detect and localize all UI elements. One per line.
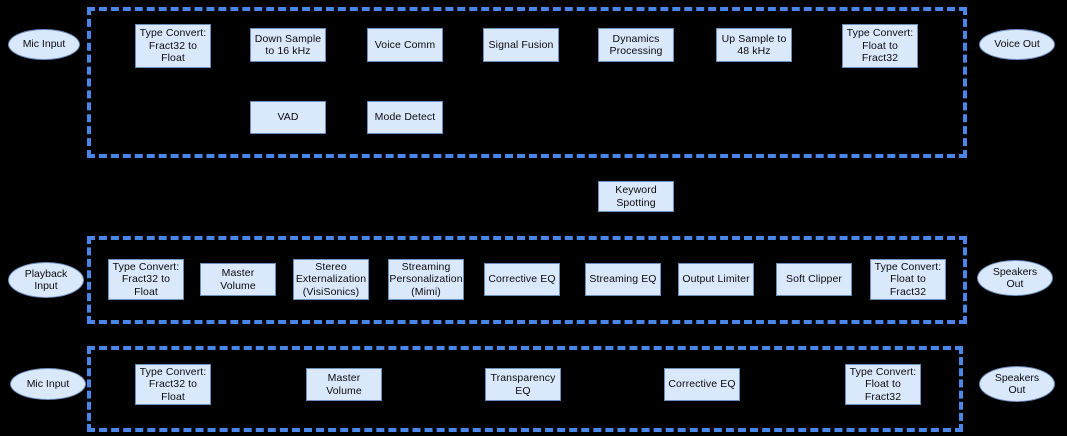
voice-comm[interactable]: Voice Comm <box>367 28 443 62</box>
voice-type-convert-in[interactable]: Type Convert: Fract32 to Float <box>135 24 211 68</box>
playback-output-limiter[interactable]: Output Limiter <box>678 263 754 296</box>
playback-streaming-personalization[interactable]: Streaming Personalization (Mimi) <box>388 259 464 300</box>
transparency-corrective-eq[interactable]: Corrective EQ <box>664 368 740 401</box>
voice-vad[interactable]: VAD <box>250 101 326 134</box>
transparency-path-group <box>87 346 963 432</box>
voice-up-sample[interactable]: Up Sample to 48 kHz <box>716 28 792 62</box>
speakers-out-playback[interactable]: Speakers Out <box>977 260 1053 296</box>
keyword-spotting[interactable]: Keyword Spotting <box>598 181 674 212</box>
voice-path-group <box>87 7 967 158</box>
playback-input[interactable]: Playback Input <box>8 262 84 298</box>
voice-mode-detect[interactable]: Mode Detect <box>367 101 443 134</box>
transparency-eq[interactable]: Transparency EQ <box>485 368 561 401</box>
playback-corrective-eq[interactable]: Corrective EQ <box>484 263 560 296</box>
playback-type-convert-out[interactable]: Type Convert: Float to Fract32 <box>870 259 946 300</box>
mic-input-transparency[interactable]: Mic Input <box>10 368 86 400</box>
playback-type-convert-in[interactable]: Type Convert: Fract32 to Float <box>108 259 184 300</box>
mic-input-voice[interactable]: Mic Input <box>8 29 80 60</box>
voice-type-convert-out[interactable]: Type Convert: Float to Fract32 <box>842 24 918 68</box>
playback-stereo-externalization[interactable]: Stereo Externalization (VisiSonics) <box>293 259 369 300</box>
voice-dynamics-processing[interactable]: Dynamics Processing <box>598 28 674 62</box>
voice-signal-fusion[interactable]: Signal Fusion <box>483 28 559 62</box>
voice-down-sample[interactable]: Down Sample to 16 kHz <box>250 28 326 62</box>
transparency-type-convert-in[interactable]: Type Convert: Fract32 to Float <box>135 364 211 405</box>
playback-master-volume[interactable]: Master Volume <box>200 263 276 296</box>
playback-soft-clipper[interactable]: Soft Clipper <box>776 263 852 296</box>
transparency-type-convert-out[interactable]: Type Convert: Float to Fract32 <box>845 364 921 405</box>
voice-out[interactable]: Voice Out <box>979 29 1055 60</box>
speakers-out-transparency[interactable]: Speakers Out <box>979 366 1055 402</box>
playback-path-group <box>87 236 967 324</box>
playback-streaming-eq[interactable]: Streaming EQ <box>585 263 661 296</box>
transparency-master-volume[interactable]: Master Volume <box>306 368 382 401</box>
